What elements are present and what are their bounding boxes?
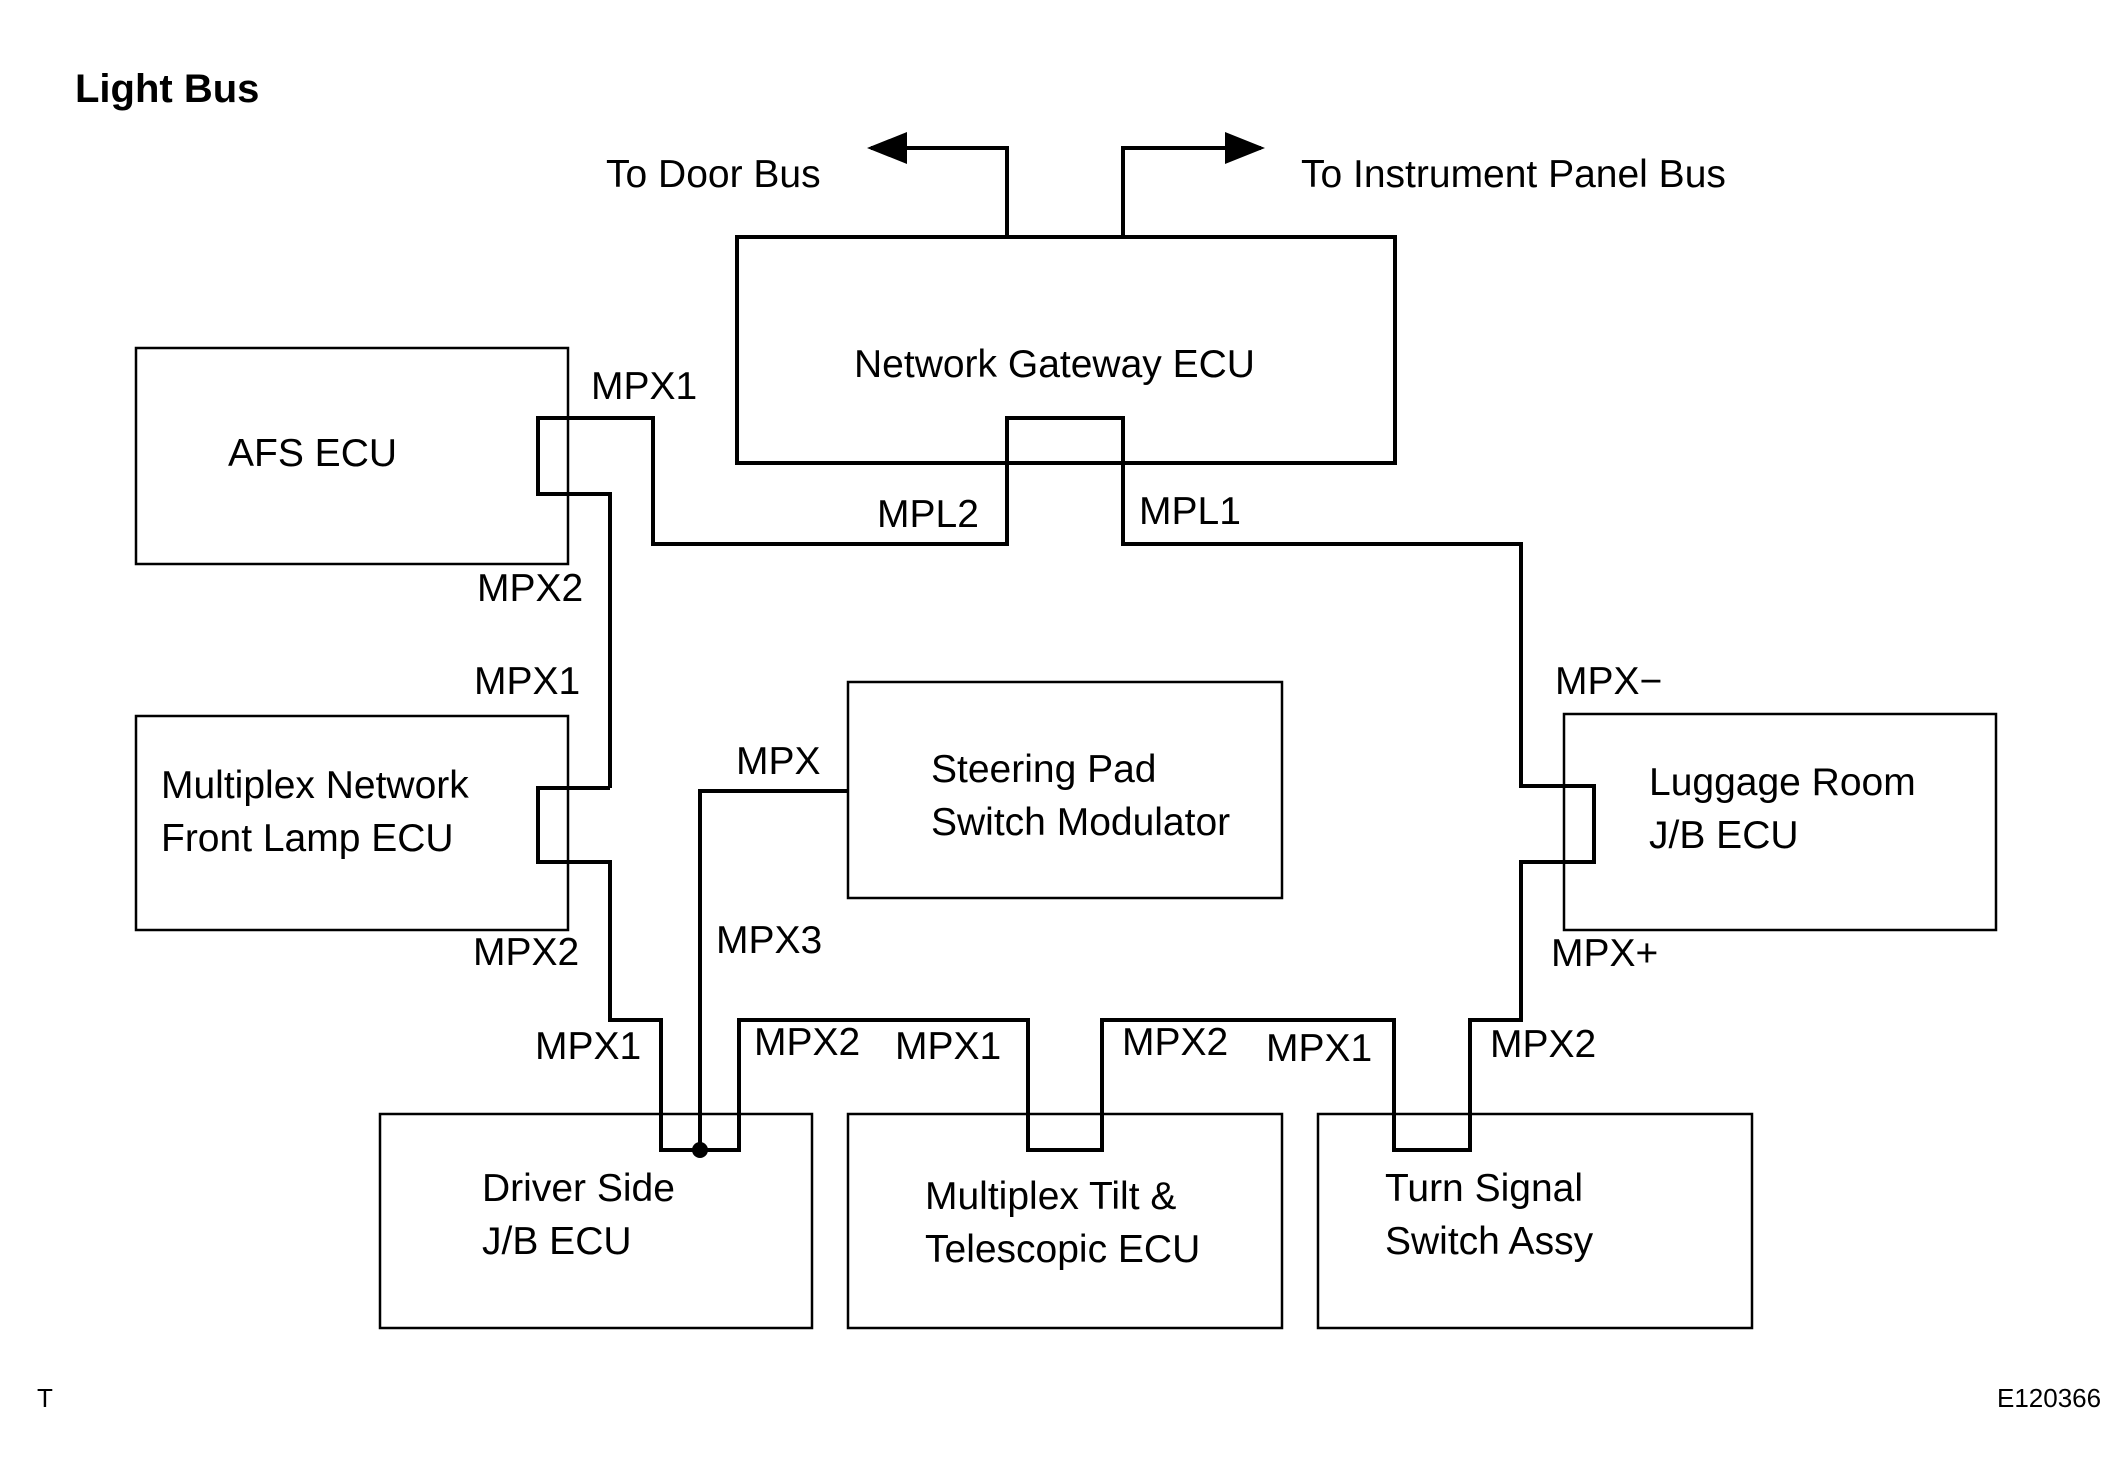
- wire-mpl2-afs: [536, 416, 1009, 788]
- luggage-room-label-2: J/B ECU: [1649, 814, 1799, 857]
- pin-steering-mpx: MPX: [736, 740, 821, 783]
- door-bus-wire: [867, 132, 1009, 237]
- steering-pad-label-2: Switch Modulator: [931, 801, 1230, 844]
- steering-pad-switch-modulator-box: Steering Pad Switch Modulator: [846, 680, 1284, 900]
- front-lamp-ecu-box: Multiplex Network Front Lamp ECU: [134, 714, 570, 932]
- instrument-panel-bus-wire: [1121, 132, 1265, 237]
- to-instrument-panel-bus-label: To Instrument Panel Bus: [1301, 153, 1726, 196]
- pin-tilt-mpx1: MPX1: [895, 1025, 1001, 1068]
- network-gateway-ecu-box: Network Gateway ECU: [735, 235, 1397, 465]
- pin-afs-mpx2: MPX2: [477, 567, 583, 610]
- tilt-telescopic-label-1: Multiplex Tilt &: [925, 1175, 1176, 1218]
- pin-luggage-mpx-minus: MPX−: [1555, 660, 1662, 703]
- afs-ecu-box: AFS ECU: [134, 346, 570, 566]
- pin-driver-mpx1: MPX1: [535, 1025, 641, 1068]
- pin-turn-mpx2: MPX2: [1490, 1023, 1596, 1066]
- diagram-title: Light Bus: [75, 67, 259, 111]
- steering-pad-label-1: Steering Pad: [931, 748, 1157, 791]
- wire-mpl1-luggage: [700, 463, 1596, 1152]
- driver-side-label-1: Driver Side: [482, 1167, 675, 1210]
- luggage-room-label-1: Luggage Room: [1649, 761, 1916, 804]
- pin-luggage-mpx-plus: MPX+: [1551, 932, 1658, 975]
- figure-code: E120366: [1997, 1383, 2101, 1413]
- to-door-bus-label: To Door Bus: [606, 153, 821, 196]
- pin-turn-mpx1: MPX1: [1266, 1027, 1372, 1070]
- pin-driver-mpx3: MPX3: [716, 919, 822, 962]
- afs-ecu-label: AFS ECU: [228, 432, 397, 475]
- luggage-room-jb-ecu-box: Luggage Room J/B ECU: [1562, 712, 1998, 932]
- driver-side-jb-ecu-box: Driver Side J/B ECU: [378, 1112, 814, 1330]
- junction-dot: [692, 1142, 708, 1158]
- pin-front-lamp-mpx1: MPX1: [474, 660, 580, 703]
- front-lamp-ecu-label-2: Front Lamp ECU: [161, 817, 454, 860]
- front-lamp-ecu-label-1: Multiplex Network: [161, 764, 469, 807]
- tilt-telescopic-ecu-box: Multiplex Tilt & Telescopic ECU: [846, 1112, 1284, 1330]
- corner-mark: T: [37, 1383, 53, 1413]
- pin-gateway-mpl1: MPL1: [1139, 490, 1241, 533]
- pin-tilt-mpx2: MPX2: [1122, 1021, 1228, 1064]
- pin-gateway-mpl2: MPL2: [877, 493, 979, 536]
- wire-steering-driver: [698, 789, 848, 1150]
- pin-driver-mpx2: MPX2: [754, 1021, 860, 1064]
- turn-signal-label-2: Switch Assy: [1385, 1220, 1594, 1263]
- network-gateway-ecu-label: Network Gateway ECU: [854, 343, 1255, 386]
- pin-front-lamp-mpx2: MPX2: [473, 931, 579, 974]
- turn-signal-switch-assy-box: Turn Signal Switch Assy: [1316, 1112, 1754, 1330]
- gateway-internal-loop: [1005, 416, 1125, 463]
- turn-signal-label-1: Turn Signal: [1385, 1167, 1583, 1210]
- wire-front-lamp: [536, 786, 700, 1152]
- tilt-telescopic-label-2: Telescopic ECU: [925, 1228, 1200, 1271]
- driver-side-label-2: J/B ECU: [482, 1220, 632, 1263]
- pin-afs-mpx1: MPX1: [591, 365, 697, 408]
